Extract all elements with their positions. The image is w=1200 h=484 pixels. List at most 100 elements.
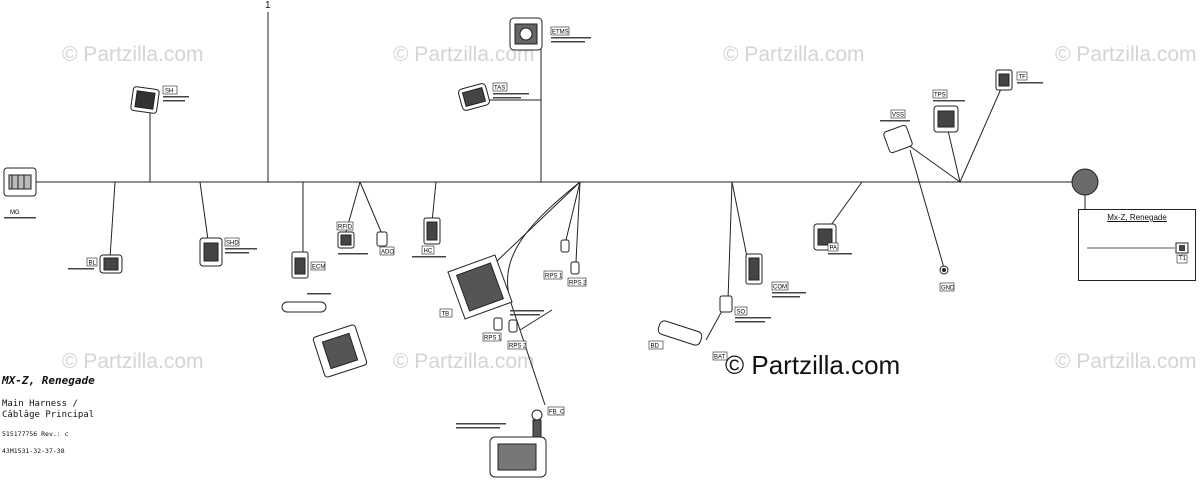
- label-box-shd: [224, 237, 240, 247]
- connector-tps: [933, 105, 959, 133]
- inset-drawing: [1087, 242, 1189, 264]
- connector-mg: [3, 167, 37, 197]
- label-box-etms: [550, 26, 570, 36]
- label-box-gnd: [939, 282, 955, 292]
- label-rps2-lower: RPS 2: [509, 344, 527, 350]
- branch-rps-lower: [519, 309, 553, 331]
- branch-fb: [507, 181, 581, 406]
- connector-bat: [657, 320, 703, 346]
- label-box-bat: [712, 351, 728, 361]
- connector-ado: [376, 231, 388, 247]
- title-block: MX-Z, Renegade Main Harness / Câblâge Pr…: [2, 374, 95, 455]
- label-com: COM: [773, 285, 787, 291]
- label-box-tf: [1016, 71, 1028, 81]
- branch-tf: [959, 81, 1005, 183]
- callout-number: 1: [265, 0, 271, 11]
- label-sh: SH: [165, 89, 173, 95]
- watermark: © Partzilla.com: [62, 350, 204, 373]
- label-ado: ADO: [381, 250, 394, 256]
- connector-rps1: [560, 239, 570, 253]
- inset-label: T1: [1179, 256, 1187, 262]
- label-box-rps1-lower: [482, 332, 502, 342]
- connector-tas: [458, 83, 490, 111]
- branch-ado: [359, 181, 383, 235]
- label-bd: BD: [651, 344, 660, 350]
- connector-rps1-lower: [493, 317, 518, 333]
- label-box-hc: [421, 245, 435, 255]
- label-box-vss: [890, 109, 906, 119]
- branch-bl: [109, 181, 116, 259]
- watermark: © Partzilla.com: [723, 43, 865, 66]
- fine-print-lines: [4, 37, 1043, 429]
- branch-gnd: [909, 149, 945, 269]
- watermark: © Partzilla.com: [62, 43, 204, 66]
- label-box-bd: [648, 340, 664, 350]
- label-rfid: RFID: [338, 225, 353, 231]
- branch-rps1: [565, 181, 581, 241]
- connector-vss: [883, 124, 913, 154]
- label-so: SO: [737, 310, 746, 316]
- connector-tf: [995, 69, 1013, 91]
- watermark: © Partzilla.com: [393, 43, 535, 66]
- label-etms: ETMS: [552, 30, 569, 36]
- branch-tb: [495, 181, 581, 263]
- label-rps1-lower: RPS 1: [484, 336, 502, 342]
- branch-hc: [431, 181, 437, 223]
- connector-bl: [99, 254, 123, 274]
- connector-hc: [423, 217, 441, 245]
- label-fb: FB_C: [549, 410, 565, 416]
- label-ecm: ECM: [312, 265, 325, 271]
- connector-com: [745, 253, 763, 285]
- label-box-ado: [379, 246, 395, 256]
- label-box-com: [771, 281, 789, 291]
- label-gnd: GND: [941, 286, 955, 292]
- watermark: © Partzilla.com: [1055, 43, 1197, 66]
- label-rps1: RPS 1: [545, 274, 563, 280]
- branch-so: [727, 181, 733, 301]
- label-vss: VSS: [892, 113, 904, 119]
- branch-com: [731, 181, 749, 263]
- harness-end-cap: [1071, 168, 1099, 196]
- label-box-tps: [932, 89, 948, 99]
- label-box-tas: [492, 82, 508, 92]
- label-box-rps2: [567, 277, 587, 287]
- label-box-rps2-lower: [507, 340, 527, 350]
- harness-title-en: Main Harness /: [2, 399, 78, 409]
- label-mg: MG: [10, 210, 20, 216]
- label-box-fb: [547, 406, 565, 416]
- label-hc: HC: [424, 249, 433, 255]
- label-box-sh: [162, 85, 178, 95]
- label-tas: TAS: [494, 86, 505, 92]
- label-box-tb: [439, 308, 453, 318]
- label-tf: TF: [1019, 75, 1027, 81]
- part-revision: 515177756 Rev.: c: [2, 430, 69, 438]
- inset-box: Mx-Z, Renegade T1: [1078, 209, 1196, 281]
- label-shd: SHD: [226, 241, 239, 247]
- relay-assembly: [281, 301, 368, 378]
- connector-rps2: [570, 261, 580, 275]
- label-box-so: [734, 306, 748, 316]
- drawing-reference: 43M1531-32-37-38: [2, 447, 65, 455]
- label-bat: BAT: [714, 355, 726, 361]
- connector-gnd: [939, 265, 949, 275]
- label-bl: BL: [89, 261, 97, 267]
- label-box-bl: [86, 257, 98, 267]
- inset-title: Mx-Z, Renegade: [1107, 213, 1167, 222]
- watermark: © Partzilla.com: [393, 350, 535, 373]
- label-box-rfid: [336, 221, 354, 231]
- branch-rps2: [575, 181, 581, 263]
- connector-sh: [130, 86, 160, 114]
- harness-title-fr: Câblâge Principal: [2, 410, 95, 420]
- label-box-ecm: [310, 261, 326, 271]
- label-tps: TPS: [934, 93, 946, 99]
- branch-shd: [199, 181, 209, 241]
- connector-shd: [199, 237, 223, 267]
- label-pa: PA: [830, 246, 838, 252]
- connector-etms: [509, 17, 543, 51]
- connector-tb: [447, 254, 513, 320]
- watermark: © Partzilla.com: [1055, 350, 1197, 373]
- connector-fb: [489, 409, 547, 478]
- label-tb: TB: [442, 312, 450, 318]
- brand-watermark: © Partzilla.com: [725, 350, 901, 380]
